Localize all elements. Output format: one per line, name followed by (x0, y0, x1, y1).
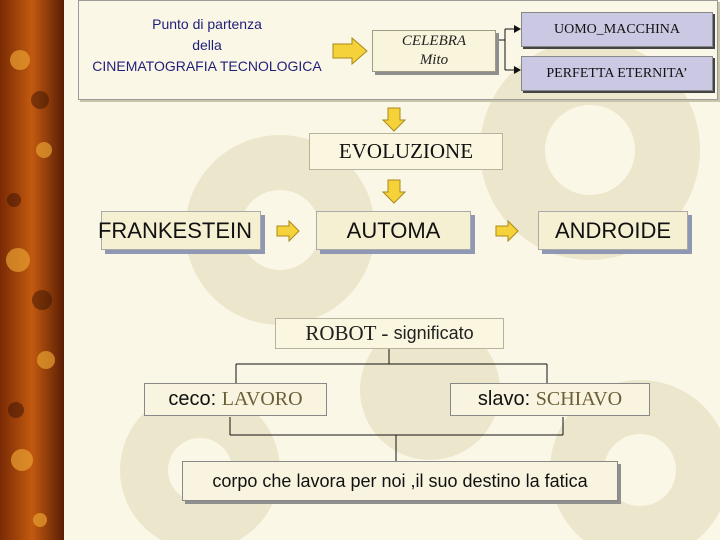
significato-label: significato (393, 323, 474, 343)
conclusion-text: corpo che lavora per noi ,il suo destino… (212, 470, 588, 491)
celebra-label: CELEBRA (401, 33, 467, 49)
lavoro-label: LAVORO (221, 388, 303, 410)
intro-frame (78, 0, 718, 100)
evoluzione-box: EVOLUZIONE (309, 133, 503, 170)
androide-box: ANDROIDE (538, 211, 688, 250)
intro-line-3: CINEMATOGRAFIA TECNOLOGICA (92, 58, 322, 74)
mito-label: Mito (419, 52, 449, 68)
ceco-box: ceco: LAVORO (144, 383, 327, 416)
robot-box: ROBOT - significato (275, 318, 504, 349)
conclusion-box: corpo che lavora per noi ,il suo destino… (182, 461, 618, 501)
automa-box: AUTOMA (316, 211, 471, 250)
celebra-box: CELEBRA Mito (372, 30, 496, 72)
perfetta-eternita-label: PERFETTA ETERNITA’ (546, 65, 688, 81)
frankestein-label: FRANKESTEIN (97, 217, 253, 243)
robot-label: ROBOT - (305, 321, 389, 345)
slavo-box: slavo: SCHIAVO (450, 383, 650, 416)
androide-label: ANDROIDE (554, 217, 672, 243)
intro-heading: Punto di partenza della CINEMATOGRAFIA T… (78, 14, 336, 77)
slavo-lang-label: slavo: (477, 388, 531, 410)
perfetta-eternita-box: PERFETTA ETERNITA’ (521, 56, 713, 91)
intro-line-2: della (192, 37, 222, 53)
uomo-macchina-label: UOMO_MACCHINA (553, 21, 680, 37)
ceco-lang-label: ceco: (168, 388, 217, 410)
intro-line-1: Punto di partenza (152, 16, 262, 32)
schiavo-label: SCHIAVO (535, 388, 623, 410)
evoluzione-label: EVOLUZIONE (338, 139, 474, 163)
left-strip (0, 0, 64, 540)
frankestein-box: FRANKESTEIN (97, 211, 261, 250)
automa-label: AUTOMA (346, 217, 441, 243)
uomo-macchina-box: UOMO_MACCHINA (521, 12, 713, 47)
